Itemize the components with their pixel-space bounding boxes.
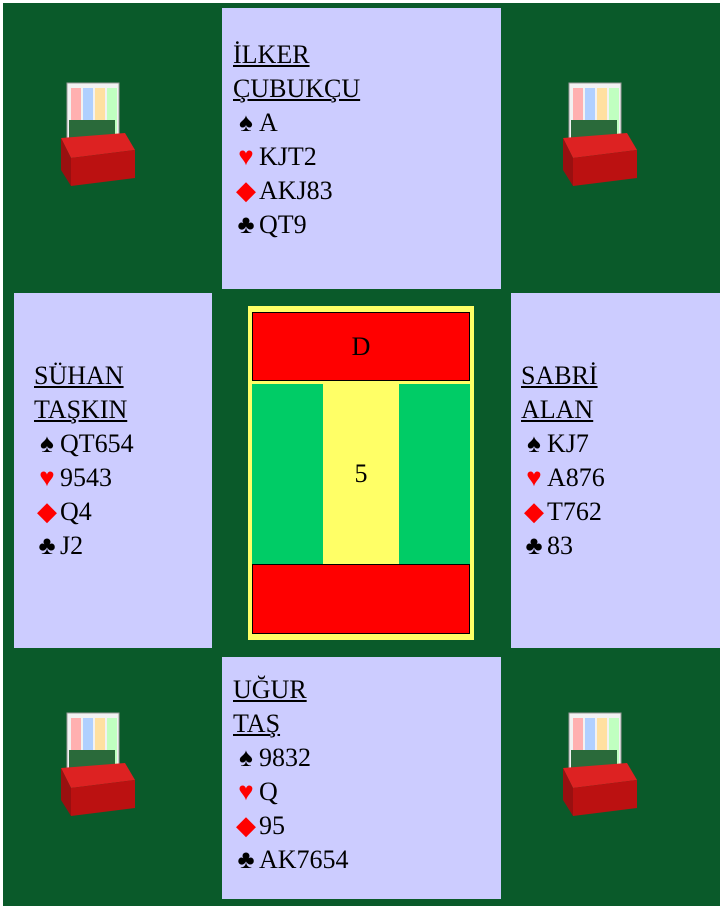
south-vulnerability-panel — [252, 564, 470, 634]
clubs-holding: ♣83 — [521, 529, 720, 563]
player-name[interactable]: TAŞKIN — [34, 393, 212, 427]
bidding-box-icon — [53, 78, 143, 188]
club-icon: ♣ — [233, 843, 259, 877]
heart-icon: ♥ — [34, 461, 60, 495]
spades-cards: A — [259, 108, 278, 137]
dealer-marker: D — [252, 312, 470, 381]
hearts-cards: 9543 — [60, 463, 112, 492]
player-name[interactable]: SABRİ — [521, 359, 720, 393]
diamond-icon: ◆ — [521, 495, 547, 529]
spades-holding: ♠KJ7 — [521, 427, 720, 461]
clubs-cards: AK7654 — [259, 845, 349, 874]
spade-icon: ♠ — [233, 741, 259, 775]
hearts-cards: KJT2 — [259, 142, 317, 171]
bidding-box-icon — [555, 78, 645, 188]
hearts-cards: A876 — [547, 463, 605, 492]
bidding-box-icon — [53, 708, 143, 818]
diamonds-cards: 95 — [259, 811, 285, 840]
diamonds-holding: ◆Q4 — [34, 495, 212, 529]
spades-holding: ♠9832 — [233, 741, 501, 775]
club-icon: ♣ — [233, 208, 259, 242]
west-hand: SÜHAN TAŞKIN ♠QT654 ♥9543 ◆Q4 ♣J2 — [14, 293, 212, 648]
diamonds-cards: AKJ83 — [259, 176, 333, 205]
heart-icon: ♥ — [521, 461, 547, 495]
spades-holding: ♠QT654 — [34, 427, 212, 461]
clubs-cards: J2 — [60, 531, 83, 560]
player-name[interactable]: SÜHAN — [34, 359, 212, 393]
board-indicator: D 5 — [248, 306, 474, 640]
heart-icon: ♥ — [233, 775, 259, 809]
player-name[interactable]: İLKER — [233, 38, 501, 72]
player-name[interactable]: ÇUBUKÇU — [233, 72, 501, 106]
west-vulnerability-panel — [252, 384, 323, 564]
spade-icon: ♠ — [233, 106, 259, 140]
clubs-holding: ♣QT9 — [233, 208, 501, 242]
east-hand: SABRİ ALAN ♠KJ7 ♥A876 ◆T762 ♣83 — [511, 293, 720, 648]
clubs-cards: QT9 — [259, 210, 307, 239]
hearts-holding: ♥Q — [233, 775, 501, 809]
hearts-holding: ♥9543 — [34, 461, 212, 495]
clubs-cards: 83 — [547, 531, 573, 560]
diamonds-holding: ◆AKJ83 — [233, 174, 501, 208]
diamonds-cards: T762 — [547, 497, 602, 526]
north-hand: İLKER ÇUBUKÇU ♠A ♥KJT2 ◆AKJ83 ♣QT9 — [222, 8, 501, 289]
bridge-table: İLKER ÇUBUKÇU ♠A ♥KJT2 ◆AKJ83 ♣QT9 SÜHAN… — [3, 3, 720, 906]
player-name[interactable]: UĞUR — [233, 673, 501, 707]
diamonds-holding: ◆T762 — [521, 495, 720, 529]
diamond-icon: ◆ — [34, 495, 60, 529]
diamond-icon: ◆ — [233, 174, 259, 208]
diamond-icon: ◆ — [233, 809, 259, 843]
bidding-box-icon — [555, 708, 645, 818]
spade-icon: ♠ — [34, 427, 60, 461]
spades-cards: 9832 — [259, 743, 311, 772]
south-hand: UĞUR TAŞ ♠9832 ♥Q ◆95 ♣AK7654 — [222, 657, 501, 899]
spades-cards: QT654 — [60, 429, 134, 458]
club-icon: ♣ — [34, 529, 60, 563]
spades-cards: KJ7 — [547, 429, 589, 458]
board-number: 5 — [325, 384, 397, 564]
hearts-holding: ♥KJT2 — [233, 140, 501, 174]
club-icon: ♣ — [521, 529, 547, 563]
hearts-cards: Q — [259, 777, 278, 806]
hearts-holding: ♥A876 — [521, 461, 720, 495]
east-vulnerability-panel — [399, 384, 470, 564]
clubs-holding: ♣AK7654 — [233, 843, 501, 877]
diamonds-holding: ◆95 — [233, 809, 501, 843]
spade-icon: ♠ — [521, 427, 547, 461]
heart-icon: ♥ — [233, 140, 259, 174]
spades-holding: ♠A — [233, 106, 501, 140]
diamonds-cards: Q4 — [60, 497, 92, 526]
player-name[interactable]: ALAN — [521, 393, 720, 427]
player-name[interactable]: TAŞ — [233, 707, 501, 741]
clubs-holding: ♣J2 — [34, 529, 212, 563]
